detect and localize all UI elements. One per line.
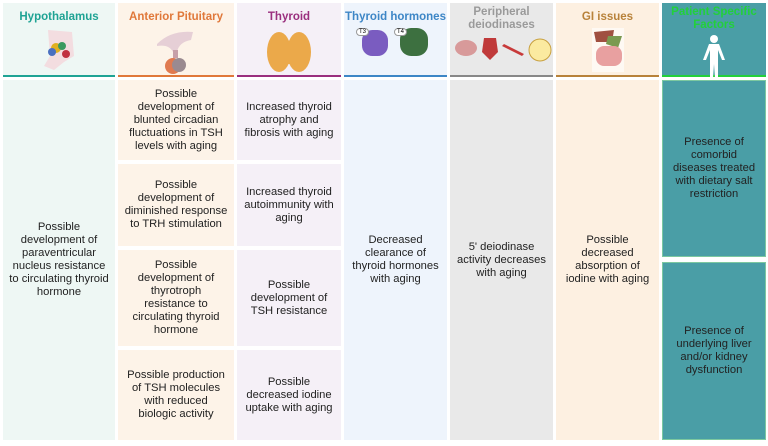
t3-label: T3 bbox=[356, 28, 370, 36]
header-title: Thyroid bbox=[267, 11, 311, 23]
header-title: Thyroid hormones bbox=[345, 11, 446, 23]
organs-icon bbox=[454, 38, 551, 62]
gi-issues-cell: Possible decreased absorption of iodine … bbox=[556, 80, 659, 440]
patient-factor-cell: Presence of comorbid diseases treated wi… bbox=[662, 80, 766, 257]
header-thyroid-hormones: Thyroid hormones T3 T4 bbox=[344, 3, 447, 77]
pituitary-cell: Possible development of thyrotroph resis… bbox=[118, 250, 234, 346]
thyroid-hormones-cell: Decreased clearance of thyroid hormones … bbox=[344, 80, 447, 440]
header-title: Patient Specific Factors bbox=[671, 6, 757, 31]
thyroid-cell: Possible development of TSH resistance bbox=[237, 250, 341, 346]
pituitary-cell: Possible development of diminished respo… bbox=[118, 164, 234, 246]
deiodinases-cell: 5' deiodinase activity decreases with ag… bbox=[450, 80, 553, 440]
patient-factor-cell: Presence of underlying liver and/or kidn… bbox=[662, 262, 766, 440]
header-thyroid: Thyroid bbox=[237, 3, 341, 77]
header-title: Hypothalamus bbox=[19, 11, 99, 23]
gi-tract-icon bbox=[591, 28, 624, 72]
header-title: Peripheral deiodinases bbox=[468, 6, 535, 31]
pituitary-cell: Possible production of TSH molecules wit… bbox=[118, 350, 234, 440]
human-body-icon bbox=[703, 35, 725, 78]
header-title: Anterior Pituitary bbox=[129, 11, 223, 23]
thyroid-cell: Possible decreased iodine uptake with ag… bbox=[237, 350, 341, 440]
header-patient-factors: Patient Specific Factors bbox=[662, 3, 766, 78]
thyroid-cell: Increased thyroid autoimmunity with agin… bbox=[237, 164, 341, 246]
t4-label: T4 bbox=[394, 28, 408, 36]
pituitary-icon bbox=[157, 31, 193, 74]
header-anterior-pituitary: Anterior Pituitary bbox=[118, 3, 234, 77]
header-peripheral-deiodinases: Peripheral deiodinases bbox=[450, 3, 553, 77]
thyroid-cell: Increased thyroid atrophy and fibrosis w… bbox=[237, 80, 341, 160]
header-gi-issues: GI issues bbox=[556, 3, 659, 77]
header-hypothalamus: Hypothalamus bbox=[3, 3, 115, 77]
hypothalamus-icon bbox=[44, 30, 74, 70]
hypothalamus-cell: Possible development of paraventricular … bbox=[3, 80, 115, 440]
thyroid-hormones-icon: T3 T4 bbox=[344, 24, 447, 64]
pituitary-cell: Possible development of blunted circadia… bbox=[118, 80, 234, 160]
header-title: GI issues bbox=[581, 11, 634, 23]
thyroid-gland-icon bbox=[267, 32, 311, 72]
